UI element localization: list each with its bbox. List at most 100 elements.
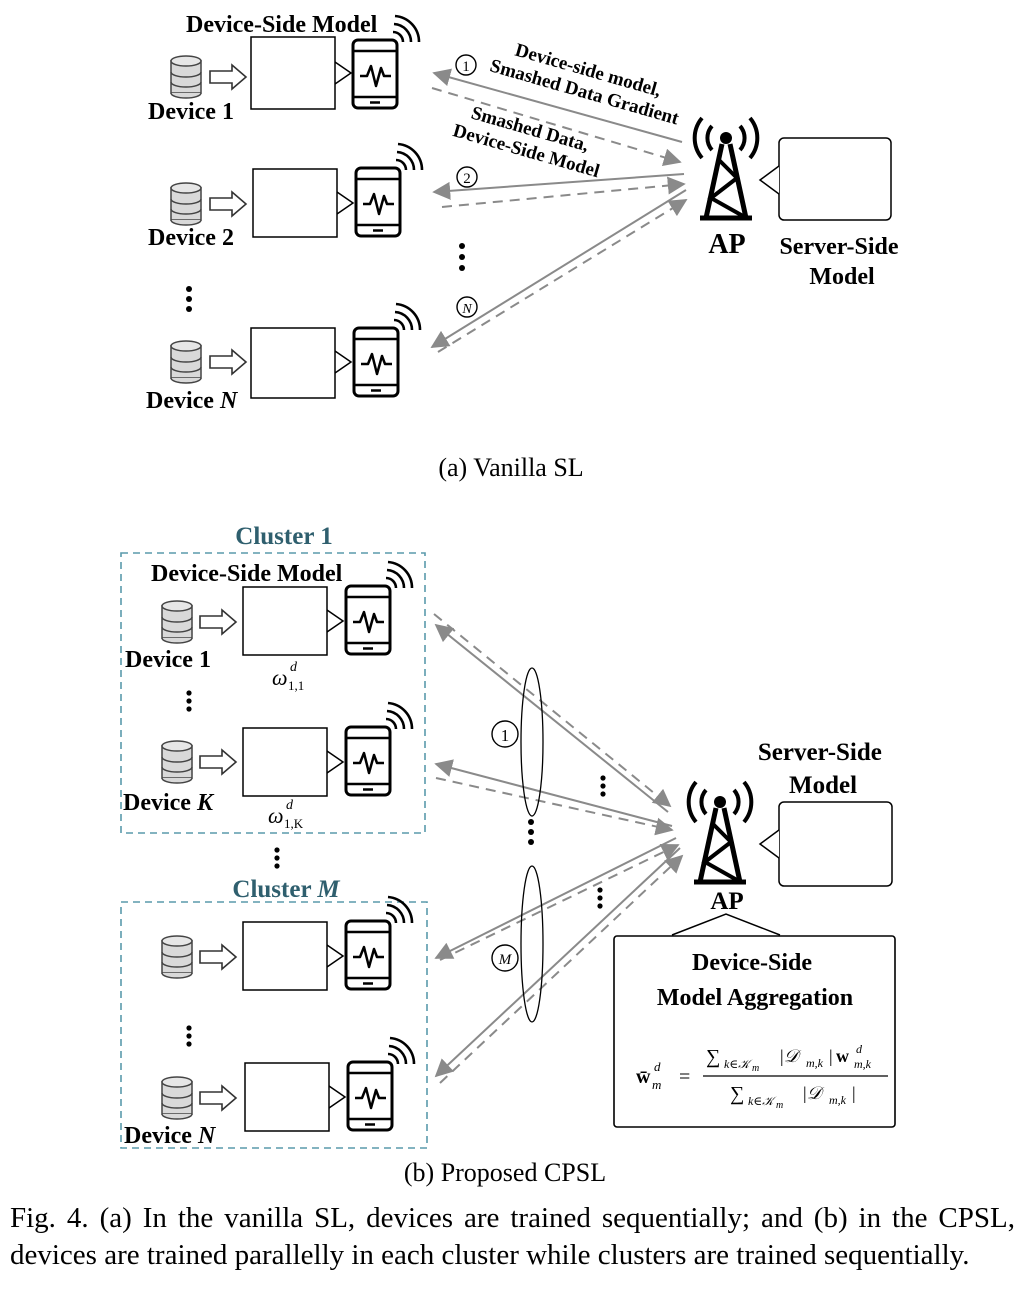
b-step-1-badge: 1 [491, 720, 519, 748]
svg-text:|𝒟: |𝒟 [779, 1046, 802, 1066]
device-model-box [242, 727, 328, 797]
vertical-ellipsis-icon [600, 775, 606, 797]
a-step-1-badge: 1 [455, 54, 477, 76]
a-device-side-model-title: Device-Side Model [186, 12, 378, 38]
a-panel-caption: (a) Vanilla SL [438, 453, 583, 482]
hollow-arrow-icon [209, 191, 247, 217]
b-device-side-model-title: Device-Side Model [151, 561, 343, 587]
a-server-model-label: Server-Side Model [779, 234, 904, 290]
antenna-tower-icon [695, 118, 758, 218]
b-link-arrows [433, 613, 684, 1084]
device-model-box [242, 921, 328, 991]
figure-caption: Fig. 4. (a) In the vanilla SL, devices a… [10, 1202, 1015, 1271]
smartphone-icon [344, 701, 414, 797]
antenna-tower-icon [689, 782, 752, 882]
svg-text:d: d [856, 1042, 863, 1056]
svg-text:2: 2 [463, 171, 471, 187]
smartphone-icon [344, 560, 414, 656]
svg-text:∑: ∑ [730, 1083, 744, 1105]
cluster-m-arrow-group-ellipse [520, 865, 544, 1023]
svg-text:m,k: m,k [806, 1056, 824, 1070]
a-ap-label: AP [708, 229, 745, 260]
a-device-n-label: Device N [146, 388, 239, 414]
database-icon [170, 340, 202, 384]
b-device-n-label: Device N [124, 1123, 217, 1149]
a-link-arrows [430, 68, 688, 353]
pointer-icon [334, 61, 353, 85]
svg-text:|𝒟: |𝒟 [802, 1083, 825, 1103]
b-server-model-label: Server-Side Model [758, 739, 888, 799]
pointer-icon [326, 609, 345, 633]
b-cluster-1-box [120, 552, 426, 834]
svg-text:|: | [852, 1083, 856, 1103]
hollow-arrow-icon [209, 64, 247, 90]
b-step-m-badge: M [491, 944, 519, 972]
database-icon [170, 182, 202, 226]
aggregation-pointer [671, 913, 781, 936]
vertical-ellipsis-icon [274, 847, 280, 869]
vertical-ellipsis-icon [186, 1025, 192, 1047]
svg-text:∑: ∑ [706, 1046, 720, 1068]
svg-text:=: = [679, 1066, 690, 1088]
vertical-ellipsis-icon [186, 690, 192, 712]
b-device-k-label: Device K [123, 790, 215, 816]
smartphone-icon [352, 302, 422, 398]
device-model-box [242, 586, 328, 656]
hollow-arrow-icon [199, 1085, 237, 1111]
aggregation-box [613, 935, 896, 1128]
b-panel-caption: (b) Proposed CPSL [404, 1158, 606, 1187]
svg-text:m,k: m,k [829, 1093, 847, 1107]
svg-text:1: 1 [462, 59, 470, 75]
b-omega-1-1-sub: 1,1 [288, 678, 304, 693]
pointer-icon [758, 829, 780, 859]
svg-text:m: m [652, 1077, 661, 1092]
svg-text:k∈𝒦: k∈𝒦 [724, 1057, 753, 1071]
b-omega-1-k-sup: d [286, 798, 294, 813]
device-model-box [252, 168, 338, 238]
svg-text:w: w [836, 1046, 849, 1066]
database-icon [170, 55, 202, 99]
smartphone-icon [346, 1036, 416, 1132]
b-server-model-box [778, 801, 893, 887]
pointer-icon [334, 350, 353, 374]
b-omega-1-k: ω [268, 803, 284, 828]
svg-text:d: d [654, 1059, 661, 1074]
smartphone-icon [344, 895, 414, 991]
database-icon [161, 740, 193, 784]
b-cluster-1-title: Cluster 1 [235, 523, 332, 550]
b-ap-label: AP [710, 888, 743, 915]
hollow-arrow-icon [199, 749, 237, 775]
pointer-icon [326, 944, 345, 968]
b-cluster-m-title: Cluster M [232, 876, 340, 903]
pointer-icon [336, 191, 355, 215]
svg-text:m: m [776, 1100, 783, 1111]
pointer-icon [758, 165, 780, 195]
a-server-model-box [778, 137, 892, 221]
b-omega-1-1-sup: d [290, 660, 298, 675]
database-icon [161, 600, 193, 644]
svg-text:M: M [498, 952, 513, 968]
svg-text:1: 1 [501, 726, 510, 745]
svg-text:N: N [461, 302, 472, 317]
database-icon [161, 1076, 193, 1120]
aggregation-formula: w̄ d m = ∑ k∈𝒦 m |𝒟 m,k | w d m,k ∑ k∈𝒦 … [636, 1042, 888, 1111]
vertical-ellipsis-icon [597, 887, 603, 909]
svg-text:w̄: w̄ [636, 1066, 651, 1088]
a-step-2-badge: 2 [456, 166, 478, 188]
hollow-arrow-icon [199, 944, 237, 970]
database-icon [161, 935, 193, 979]
device-model-box [244, 1062, 330, 1132]
svg-text:m: m [752, 1063, 759, 1074]
svg-text:k∈𝒦: k∈𝒦 [748, 1094, 777, 1108]
vertical-ellipsis-icon [459, 243, 465, 271]
cluster-1-arrow-group-ellipse [520, 667, 544, 817]
vertical-ellipsis-icon [528, 819, 534, 845]
a-device-2-label: Device 2 [148, 225, 234, 251]
b-device-1-label: Device 1 [125, 647, 211, 673]
b-omega-1-k-sub: 1,K [284, 816, 304, 831]
a-device-1-label: Device 1 [148, 99, 234, 125]
pointer-icon [328, 1085, 347, 1109]
vertical-ellipsis-icon [186, 286, 192, 312]
device-model-box [250, 327, 336, 399]
